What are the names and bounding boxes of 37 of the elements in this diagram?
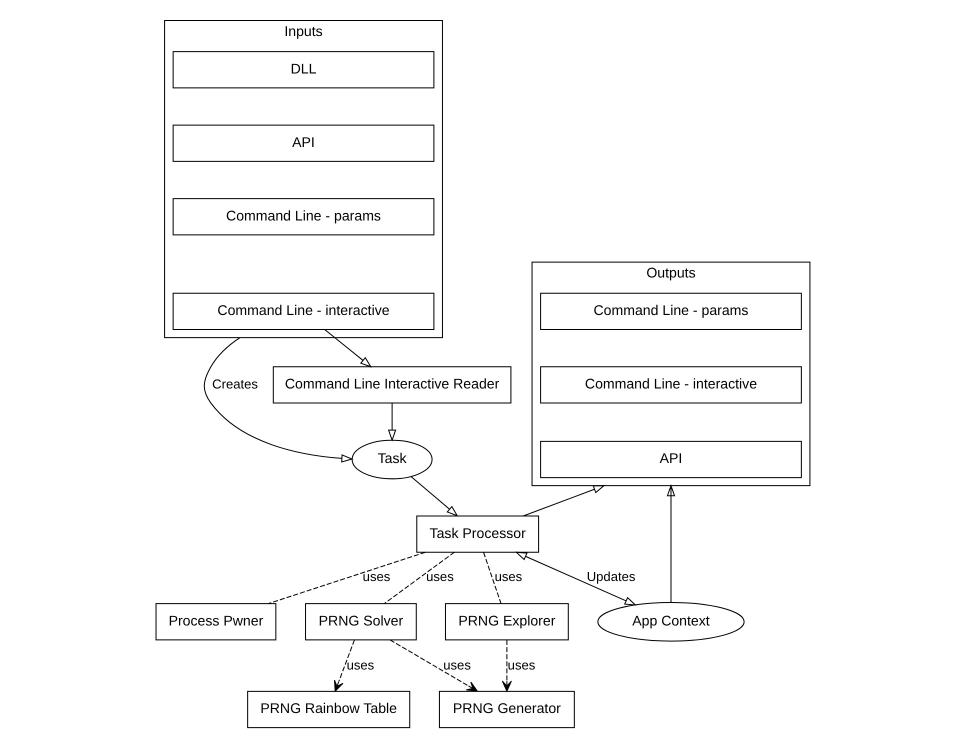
edge-label: uses	[426, 568, 454, 584]
arrow	[502, 640, 512, 692]
arrow	[410, 476, 458, 517]
connector	[384, 552, 455, 604]
arrow	[334, 640, 355, 692]
node-ellipse: Task	[352, 440, 433, 480]
node-box: PRNG Solver	[305, 603, 417, 640]
node-box: PRNG Explorer	[444, 603, 569, 640]
node-box: API	[540, 440, 802, 478]
arrow	[514, 552, 637, 606]
node-box: Command Line - interactive	[540, 366, 802, 404]
edge-label: uses	[443, 658, 471, 673]
node-box: PRNG Generator	[438, 690, 575, 728]
arrow	[204, 337, 354, 463]
edge-label: uses	[508, 658, 536, 673]
node-box: Command Line - interactive	[172, 292, 434, 330]
arrow	[523, 485, 606, 516]
node-box: PRNG Rainbow Table	[247, 690, 410, 728]
arrow	[390, 639, 478, 692]
connector	[268, 552, 426, 604]
node-box: Process Pwner	[156, 603, 276, 640]
arrow	[388, 403, 396, 442]
node-box: Task Processor	[416, 515, 540, 553]
node-box: DLL	[172, 51, 434, 88]
edge-label: Creates	[212, 376, 258, 392]
edge-label: uses	[362, 568, 390, 584]
edge-label: uses	[346, 658, 374, 673]
node-ellipse: App Context	[597, 602, 745, 642]
node-box: Command Line Interactive Reader	[272, 366, 512, 404]
arrow	[324, 329, 372, 368]
node-box: Command Line - params	[172, 198, 434, 236]
node-box: Command Line - params	[540, 292, 802, 330]
arrow	[666, 484, 676, 602]
connector	[483, 552, 502, 604]
edge-label: uses	[494, 568, 522, 584]
node-box: API	[172, 124, 434, 162]
edge-label: Updates	[586, 568, 636, 584]
